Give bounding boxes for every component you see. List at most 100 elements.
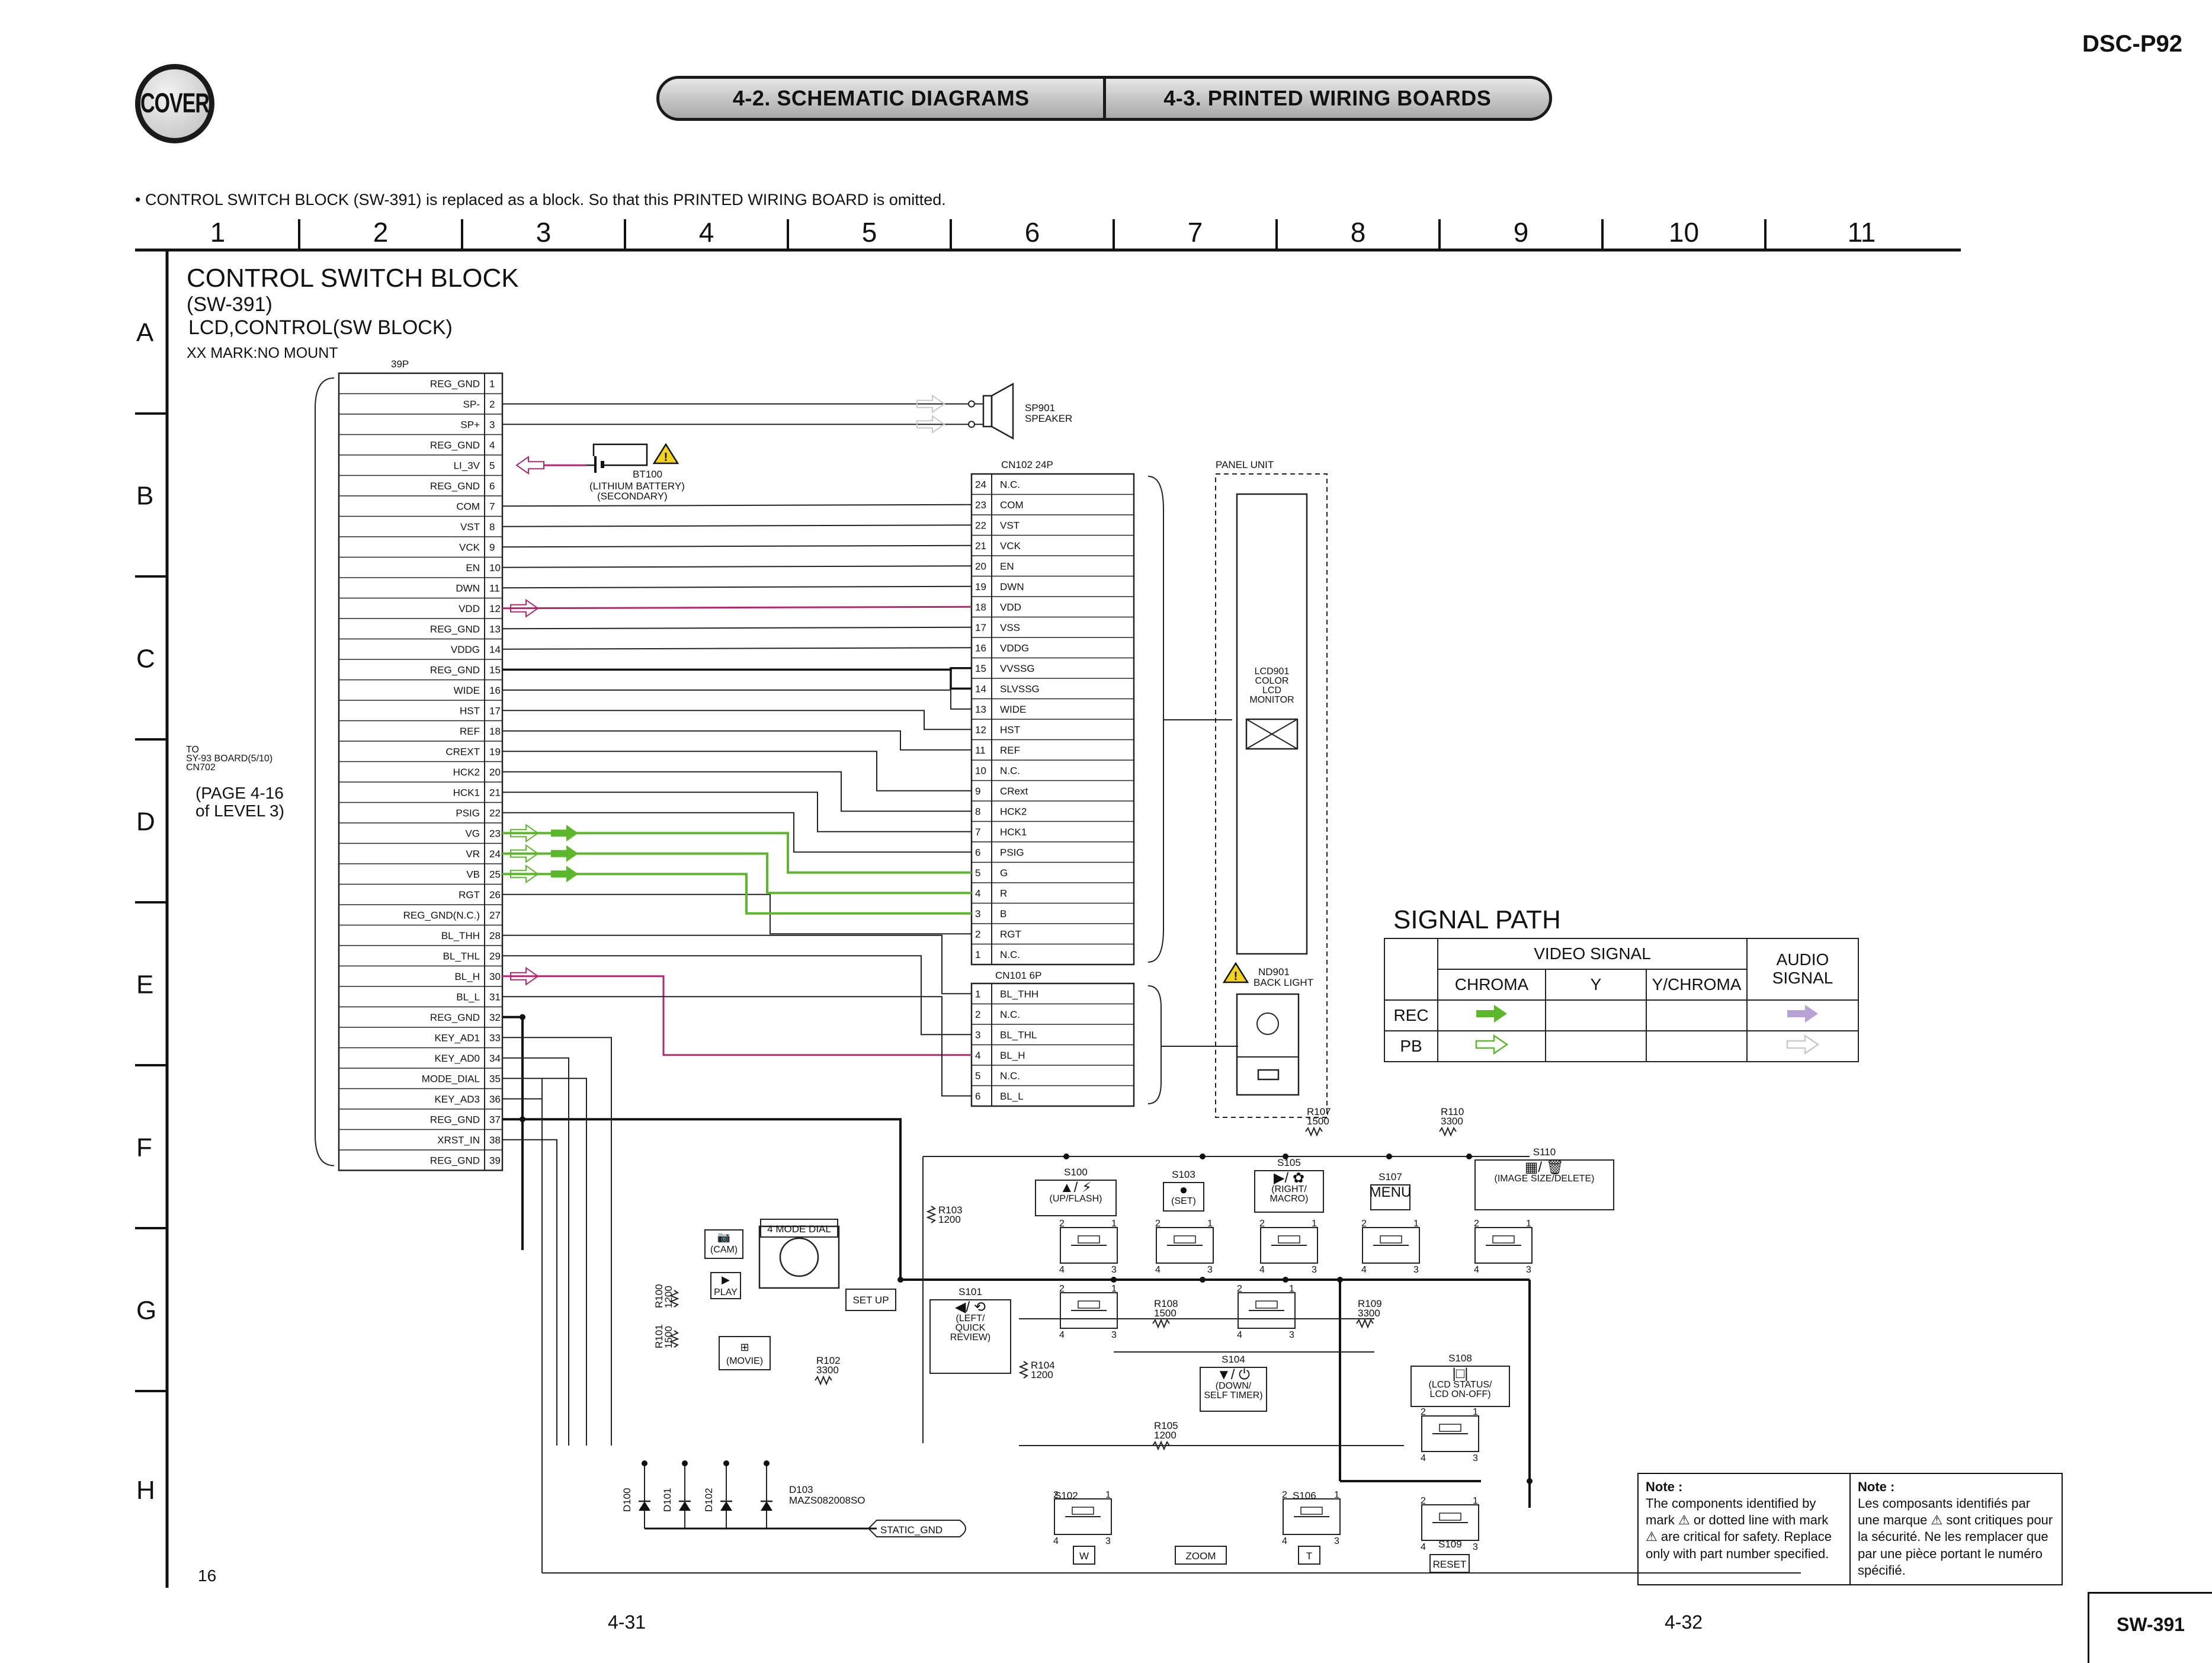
switch-s110-label <box>1474 1159 1614 1210</box>
resistor-r107 <box>1305 1126 1323 1137</box>
switch-label: ▲/ ⚡ <box>1060 1180 1092 1196</box>
connector-39p-pin-name: VDD <box>459 603 480 614</box>
connector-39p-pin-number: 27 <box>489 909 501 921</box>
switch-ref: S102 <box>1054 1490 1078 1501</box>
pin-label: 3 <box>1526 1265 1531 1275</box>
destination-label: SY-93 BOARD(5/10) <box>186 754 273 764</box>
signal-path-legend: VIDEO SIGNAL AUDIO SIGNAL CHROMA Y Y/CHR… <box>1384 938 1859 1062</box>
audio-pb-arrow <box>916 415 945 434</box>
backlight-lamp-icon <box>1256 1012 1279 1035</box>
switch-actuator <box>1300 1507 1323 1515</box>
junction-dot <box>764 1460 770 1466</box>
connector-39p-pin-number: 10 <box>489 562 501 573</box>
rec-chroma-arrow <box>551 845 578 862</box>
battery-name-2: (SECONDARY) <box>597 491 668 502</box>
pin-label: 1 <box>1111 1284 1117 1294</box>
mode-cam-box <box>704 1229 743 1259</box>
signal-wire <box>502 565 972 568</box>
pin-label: 4 <box>1282 1536 1287 1546</box>
signal-wire <box>502 792 972 832</box>
switch-s100 <box>1060 1227 1118 1264</box>
tab-schematic-diagrams[interactable]: 4-2. SCHEMATIC DIAGRAMS <box>732 86 1030 110</box>
video-chroma-wire <box>502 832 972 874</box>
vdd-arrow <box>510 598 539 618</box>
camera-icon: 📷 <box>717 1231 730 1243</box>
connector-39p-pin-name: MODE_DIAL <box>422 1073 480 1084</box>
static-gnd-label: STATIC_GND <box>880 1524 942 1536</box>
pin-label: 4 <box>1259 1265 1265 1275</box>
block-subtitle: (SW-391) <box>187 293 273 316</box>
cn101-pin-name: BL_THH <box>1000 988 1038 999</box>
speaker-body <box>982 395 993 428</box>
cn102-pin-number: 12 <box>975 724 986 735</box>
switch-label: MENU <box>1370 1184 1412 1200</box>
pin-label: 3 <box>1473 1453 1478 1463</box>
connector-39p-pin-number: 5 <box>489 460 495 471</box>
cn102-pin-name: B <box>1000 908 1006 919</box>
ground-wire <box>502 1015 524 1250</box>
pin-label: 4 <box>1474 1265 1479 1275</box>
signal-wire <box>502 504 972 507</box>
lcd-symbol <box>1245 718 1299 750</box>
connector-39p-pin-number: 23 <box>489 828 501 839</box>
connector-39p-pin-number: 28 <box>489 930 501 941</box>
pin-label: 1 <box>1105 1490 1111 1500</box>
zoom-t-label: T <box>1306 1550 1312 1562</box>
junction-dot <box>520 1116 525 1123</box>
resistor-value: 3300 <box>816 1364 839 1376</box>
resistor-ref: R109 <box>1358 1298 1382 1309</box>
connector-39p-pin-name: REG_GND <box>430 1012 480 1023</box>
pb-chroma-arrow <box>510 864 539 884</box>
resistor-value: 1200 <box>938 1214 961 1225</box>
connector-39p-pin-name: VDDG <box>451 644 480 655</box>
connector-39p-pin-name: HST <box>460 705 480 716</box>
signal-wire <box>502 524 972 527</box>
destination-label: CN702 <box>186 762 216 773</box>
switch-label: ◀/ ⟲ <box>955 1299 986 1315</box>
connector-39p-pin-number: 34 <box>489 1053 501 1064</box>
signal-wire <box>502 812 972 853</box>
grid-column-label: 2 <box>373 217 389 248</box>
page-number-right: 4-32 <box>1665 1611 1703 1633</box>
legend-row-pb: PB <box>1384 1030 1438 1062</box>
signal-wire <box>502 730 972 751</box>
connector-39p-pin-name: REG_GND <box>430 480 480 492</box>
switch-label: ● <box>1179 1182 1188 1198</box>
switch-s106 <box>1283 1498 1341 1535</box>
cn102-pin-name: VDD <box>1000 601 1021 613</box>
legend-col-y: Y <box>1545 969 1647 1001</box>
tab-printed-wiring-boards[interactable]: 4-3. PRINTED WIRING BOARDS <box>1102 79 1550 118</box>
connector-39p-label: 39P <box>391 358 409 370</box>
pin-label: 3 <box>1312 1265 1317 1275</box>
mode-cam-label: (CAM) <box>710 1245 738 1255</box>
switch-actuator <box>1439 1424 1461 1432</box>
connector-39p-pin-name: XRST_IN <box>437 1135 480 1146</box>
connector-39p-pin-number: 17 <box>489 705 501 716</box>
connector-39p-pin-number: 21 <box>489 787 501 798</box>
pin-label: 2 <box>1059 1284 1065 1294</box>
switch-s108-label <box>1410 1366 1510 1407</box>
switch-s103 <box>1156 1227 1214 1264</box>
resistor-ref: R104 <box>1031 1360 1055 1371</box>
cn101-pin-name: N.C. <box>1000 1070 1020 1081</box>
cn102-pin-number: 23 <box>975 499 986 511</box>
switch-ref: S104 <box>1222 1354 1245 1365</box>
vdd-wire <box>502 605 972 610</box>
cn101-pin-number: 6 <box>975 1091 980 1102</box>
resistor-r103 <box>926 1206 937 1223</box>
connector-39p-pin-name: VST <box>460 521 480 533</box>
board-id: SW-391 <box>2088 1592 2212 1663</box>
diode-ref: D102 <box>703 1488 714 1512</box>
cover-button[interactable]: COVER <box>135 64 214 143</box>
resistor-value: 3300 <box>1358 1308 1380 1319</box>
mode-play-label: PLAY <box>714 1287 738 1297</box>
connector-39p-pin-name: REG_GND <box>430 1155 480 1166</box>
pin-label: 2 <box>1059 1219 1065 1229</box>
switch-s103-label <box>1163 1182 1204 1212</box>
cn102-pin-name: N.C. <box>1000 765 1020 776</box>
mode-play-box <box>710 1272 741 1299</box>
cn102-pin-number: 9 <box>975 786 980 797</box>
switch-s105-label <box>1254 1170 1324 1213</box>
speaker-ref: SP901 <box>1025 402 1055 414</box>
